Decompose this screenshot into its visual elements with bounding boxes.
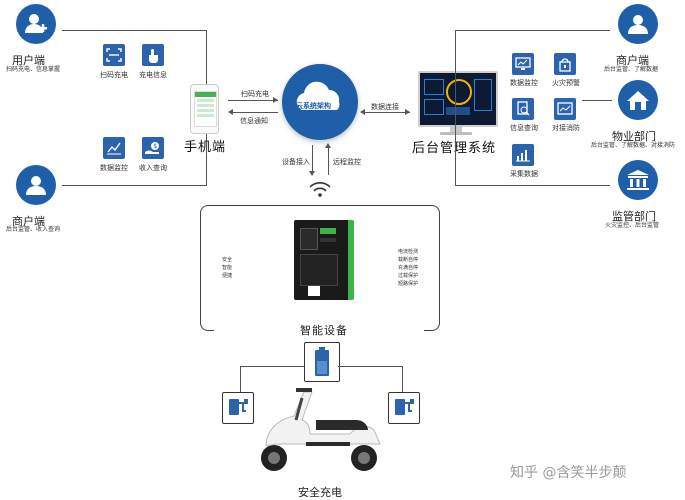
- money-icon: $: [142, 137, 164, 159]
- property-home-icon: [618, 80, 658, 120]
- device-left-feature: 便捷: [222, 273, 233, 279]
- charger-box-right: [388, 392, 420, 424]
- alarm-icon: [554, 98, 576, 120]
- regulator-building-icon: [618, 160, 658, 200]
- charger-left-icon: [229, 399, 248, 415]
- cloud-down-left: 设备接入: [282, 158, 310, 166]
- device-left-feature: 安全: [222, 257, 233, 263]
- monitor-icon: [512, 53, 534, 75]
- charger-right-icon: [395, 399, 414, 415]
- charger-box-left: [222, 392, 254, 424]
- fire-icon: [554, 53, 576, 75]
- mobile-icon-label-2: 数据监控: [100, 164, 128, 172]
- device-right-feature: 载断自停: [398, 257, 419, 263]
- touch-icon: [142, 44, 164, 66]
- merchant-right-desc: 后台监管、了解数据: [604, 66, 659, 73]
- safe-title: 安全充电: [298, 486, 342, 499]
- backend-title: 后台管理系统: [412, 141, 497, 156]
- battery-icon: [315, 347, 329, 376]
- device-right-feature: 过载保护: [398, 273, 419, 279]
- device-right-features: 电流检测 载断自停 充满自停 过载保护 短路保护: [398, 248, 418, 288]
- battery-box: [304, 342, 340, 382]
- cloud-left-bottom: 信息通知: [240, 117, 268, 125]
- chart-icon: [103, 137, 125, 159]
- svg-text:$: $: [153, 143, 157, 150]
- merchant-left-title: 商户端: [12, 215, 45, 228]
- mobile-icon-label-3: 收入查询: [139, 164, 167, 172]
- monitor-stand: [450, 125, 462, 133]
- merchant-right-avatar-icon: [618, 4, 658, 44]
- bar-chart-icon: [512, 144, 534, 166]
- backend-icon-label-4: 采集数据: [510, 170, 538, 178]
- mobile-icon-label-0: 扫码充电: [100, 71, 128, 79]
- user-end-desc: 扫码充电、信息掌握: [6, 66, 61, 73]
- cloud-right: 数据连接: [371, 103, 399, 111]
- device-left-feature: 智能: [222, 265, 233, 271]
- merchant-right-title: 商户端: [616, 54, 649, 67]
- electric-scooter-image: [261, 388, 381, 471]
- cloud-down-right: 远程监控: [333, 158, 361, 166]
- backend-icon-label-0: 数据监控: [510, 79, 538, 87]
- monitor-base: [440, 132, 472, 135]
- mobile-icon-label-1: 充电信息: [139, 71, 167, 79]
- regulator-title: 监管部门: [612, 210, 656, 223]
- cloud-title: 云系统架构: [296, 102, 331, 110]
- wifi-icon: [309, 182, 331, 197]
- user-avatar-icon: [16, 4, 56, 44]
- device-left-features: 安全 智能 便捷: [222, 256, 232, 280]
- search-doc-icon: [512, 98, 534, 120]
- backend-icon-label-2: 信息查询: [510, 124, 538, 132]
- cloud-left-top: 扫码充电: [241, 90, 269, 98]
- backend-icon-label-3: 对接消防: [552, 124, 580, 132]
- regulator-desc: 火灾监控、后台监管: [605, 222, 660, 229]
- device-right-feature: 电流检测: [398, 249, 419, 255]
- user-end-title: 用户端: [12, 54, 45, 67]
- charging-cabinet: [294, 220, 354, 300]
- watermark: 知乎 @含笑半步颠: [510, 465, 627, 481]
- device-right-feature: 充满自停: [398, 265, 419, 271]
- device-right-feature: 短路保护: [398, 281, 419, 287]
- merchant-left-desc: 后台监管、收入查询: [6, 226, 61, 233]
- backend-icon-label-1: 火灾预警: [552, 79, 580, 87]
- cloud-icon: [296, 81, 340, 110]
- property-desc: 后台监管、了解数据、对接消防: [591, 142, 676, 149]
- cloud-circle: [282, 64, 358, 140]
- mobile-title: 手机端: [184, 140, 227, 155]
- merchant-avatar-icon: [16, 165, 56, 205]
- monitor-screen: [418, 71, 498, 127]
- phone-image: [190, 84, 219, 134]
- property-title: 物业部门: [612, 130, 656, 143]
- device-title: 智能设备: [300, 324, 348, 337]
- scan-icon: [103, 44, 125, 66]
